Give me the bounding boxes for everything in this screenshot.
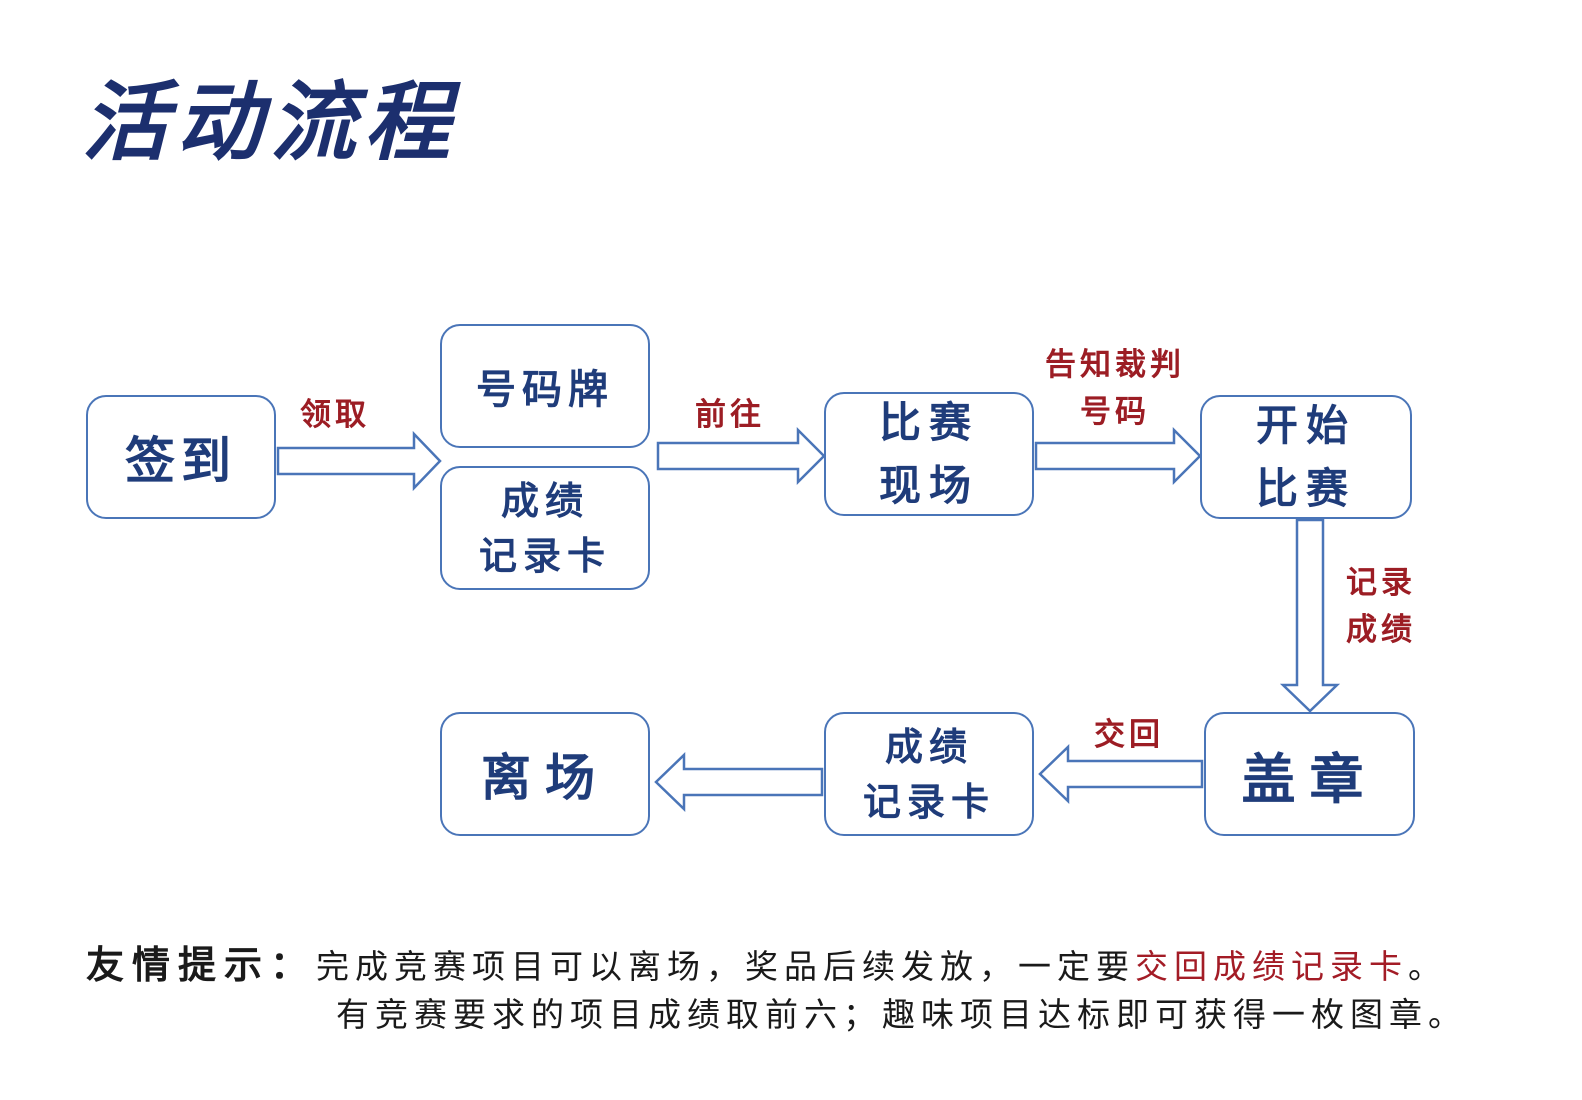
node-start-match: 开始 比赛 <box>1200 395 1412 519</box>
node-sign-in: 签到 <box>86 395 276 519</box>
arrow-tell-referee <box>1034 426 1202 486</box>
arrow-go-to <box>656 426 826 486</box>
arrow-hand-back <box>1038 744 1204 804</box>
tip-line-2: 有竞赛要求的项目成绩取前六；趣味项目达标即可获得一枚图章。 <box>336 995 1467 1034</box>
arrow-record-score <box>1279 518 1341 713</box>
tip-highlight: 交回成绩记录卡 <box>1135 947 1409 986</box>
label-hand-back: 交回 <box>1094 717 1164 753</box>
label-go-to: 前往 <box>695 397 765 433</box>
node-number-plate: 号码牌 <box>440 324 650 448</box>
label-record-score: 记录 成绩 <box>1346 565 1416 648</box>
node-score-card: 成绩 记录卡 <box>440 466 650 590</box>
tip-line-1: 友情提示：完成竞赛项目可以离场，奖品后续发放，一定要交回成绩记录卡。 <box>86 934 1447 989</box>
node-leave: 离场 <box>440 712 650 836</box>
node-stamp: 盖章 <box>1204 712 1415 836</box>
tip-line-1-end: 。 <box>1408 947 1448 986</box>
node-score-card-return: 成绩 记录卡 <box>824 712 1034 836</box>
node-venue: 比赛 现场 <box>824 392 1034 516</box>
arrow-leave <box>654 752 824 812</box>
tip-prefix: 友情提示： <box>86 942 317 987</box>
page-title: 活动流程 <box>82 72 458 173</box>
tip-line-1-text: 完成竞赛项目可以离场，奖品后续发放，一定要 <box>316 947 1136 986</box>
label-tell-referee: 告知裁判 号码 <box>1045 347 1185 430</box>
label-collect: 领取 <box>300 397 370 433</box>
arrow-collect <box>276 430 442 492</box>
